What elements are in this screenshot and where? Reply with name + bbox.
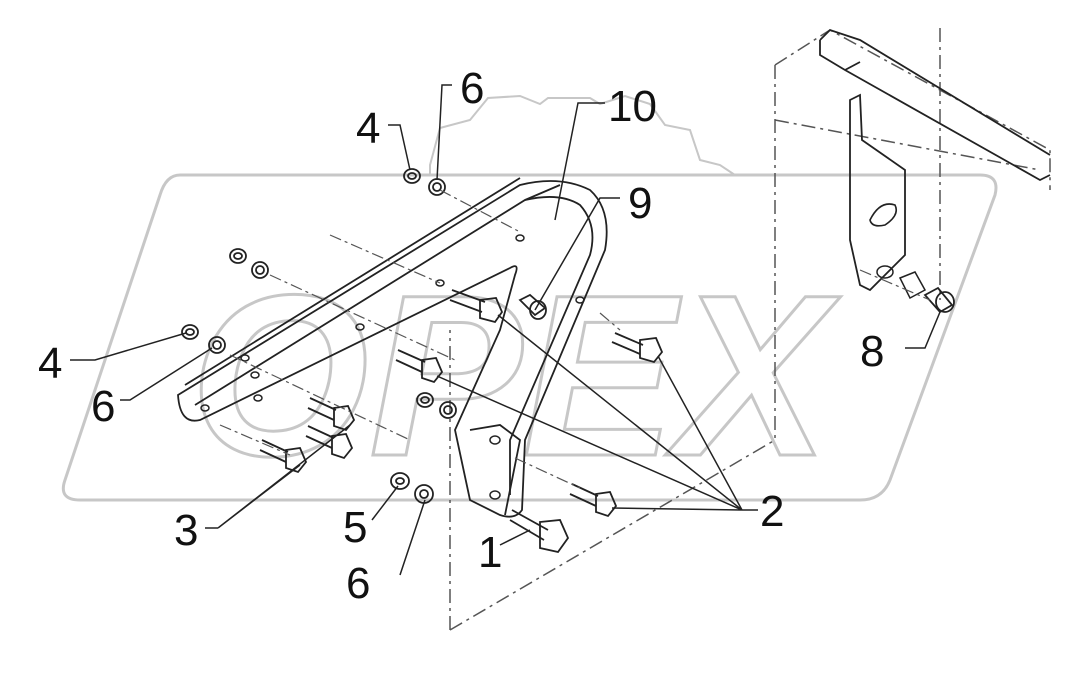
label-3: 3 bbox=[174, 506, 198, 555]
watermark-logo: OPEX bbox=[61, 94, 998, 506]
nut-4-left-upper bbox=[229, 248, 247, 264]
bushing-8 bbox=[923, 286, 955, 314]
leader-9 bbox=[534, 197, 620, 311]
leader-3 bbox=[205, 424, 351, 529]
plate-edge bbox=[184, 177, 561, 386]
label-5: 5 bbox=[343, 503, 367, 552]
leader-lines bbox=[70, 84, 941, 576]
nut-4-top bbox=[403, 168, 421, 184]
plate-holes bbox=[200, 234, 585, 500]
washer-6-left-upper bbox=[251, 261, 269, 279]
label-4-left: 4 bbox=[38, 339, 62, 388]
nut-mid bbox=[416, 392, 434, 408]
bolt-2-d bbox=[569, 483, 618, 518]
nuts-and-washers bbox=[181, 168, 457, 504]
leader-8 bbox=[905, 311, 941, 349]
center-lines bbox=[219, 189, 931, 489]
bracket-sleeve bbox=[898, 271, 927, 300]
bolt-1 bbox=[509, 509, 570, 554]
mounting-frame bbox=[449, 28, 1051, 631]
washer-6-top bbox=[428, 178, 446, 196]
bolt-3-c bbox=[259, 439, 308, 474]
label-8: 8 bbox=[860, 327, 884, 376]
label-10: 10 bbox=[608, 82, 657, 131]
watermark-gear bbox=[429, 94, 739, 176]
bracket-slot bbox=[869, 203, 898, 227]
nut-4-left bbox=[181, 324, 199, 340]
bolt-3-b bbox=[305, 425, 354, 460]
label-6-left: 6 bbox=[91, 382, 115, 431]
label-9: 9 bbox=[628, 179, 652, 228]
bracket-hole bbox=[876, 265, 894, 279]
plate-inner bbox=[194, 196, 594, 495]
leader-6-bottom bbox=[399, 499, 426, 576]
arm-plate-10 bbox=[177, 177, 608, 518]
mount-bracket bbox=[849, 93, 906, 292]
nut-5 bbox=[390, 472, 410, 490]
leader-2 bbox=[436, 314, 758, 511]
washer-mid bbox=[439, 401, 457, 419]
label-6-top: 6 bbox=[460, 64, 484, 113]
leader-6-left bbox=[120, 347, 213, 401]
label-6-bottom: 6 bbox=[346, 559, 370, 608]
leader-5 bbox=[371, 485, 399, 521]
leader-6-top bbox=[436, 84, 452, 181]
label-1: 1 bbox=[478, 528, 502, 577]
frame-dashed-outline bbox=[449, 28, 1051, 631]
spacer-9 bbox=[518, 293, 547, 320]
label-2: 2 bbox=[760, 487, 784, 536]
bolt-2-a bbox=[449, 289, 504, 324]
label-4-top: 4 bbox=[356, 104, 380, 153]
washer-6-left bbox=[208, 336, 226, 354]
leader-1 bbox=[499, 529, 531, 546]
leader-4-top bbox=[388, 124, 411, 171]
plate-outer bbox=[177, 180, 608, 518]
watermark-plate bbox=[61, 173, 998, 502]
frame-beam bbox=[819, 28, 1051, 182]
callout-labels: 1 2 3 4 4 5 6 6 6 8 9 10 bbox=[38, 64, 884, 608]
leader-10 bbox=[554, 102, 605, 221]
leader-4-left bbox=[70, 332, 187, 361]
lower-leg bbox=[469, 424, 521, 516]
